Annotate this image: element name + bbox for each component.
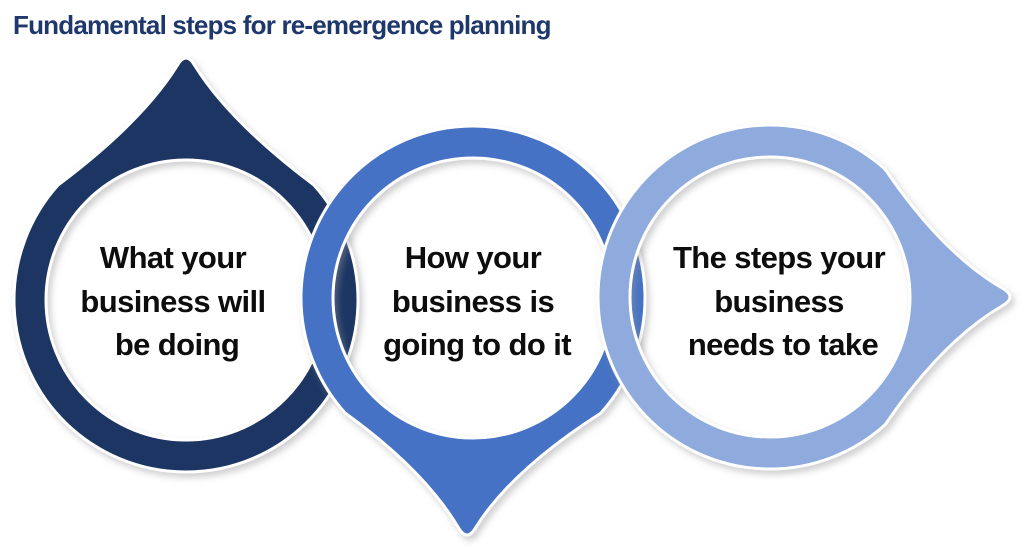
step-2-label-line-1: How your <box>405 240 542 275</box>
step-1-label-line-2: business will <box>80 284 265 319</box>
step-2-pin: How your business is going to do it <box>299 124 647 537</box>
step-1-ring <box>12 56 360 474</box>
step-1-pin: What your business will be doing <box>12 56 360 474</box>
step-2-label-line-2: business is <box>392 284 554 319</box>
step-1-label-line-1: What your <box>100 240 247 275</box>
step-3-label-line-2: business <box>714 284 844 319</box>
step-1-label: What your business will be doing <box>80 240 273 362</box>
step-3-label: The steps your business needs to take <box>673 240 893 362</box>
step-2-label: How your business is going to do it <box>383 240 571 362</box>
page-title: Fundamental steps for re-emergence plann… <box>13 10 552 40</box>
step-3-ring <box>596 123 1012 471</box>
step-3-label-line-1: The steps your <box>673 240 886 275</box>
step-3-pin: The steps your business needs to take <box>596 123 1012 471</box>
step-2-label-line-3: going to do it <box>383 327 571 362</box>
step-3-label-line-3: needs to take <box>688 327 879 362</box>
step-1-label-line-3: be doing <box>115 327 239 362</box>
